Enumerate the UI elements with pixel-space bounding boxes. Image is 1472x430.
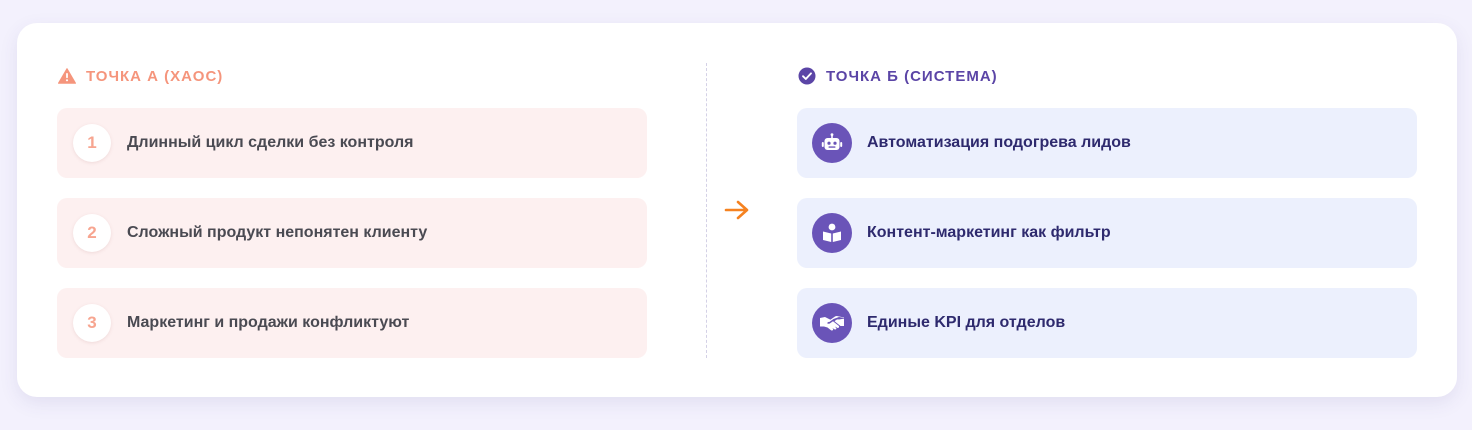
item-number-badge: 2	[73, 214, 111, 252]
chaos-item-text: Сложный продукт непонятен клиенту	[127, 224, 428, 241]
chaos-item-text: Длинный цикл сделки без контроля	[127, 134, 414, 151]
system-heading-label: ТОЧКА Б (СИСТЕМА)	[826, 67, 998, 85]
chaos-item: 1 Длинный цикл сделки без контроля	[57, 108, 647, 178]
system-item-text: Автоматизация подогрева лидов	[867, 134, 1131, 151]
robot-icon	[812, 123, 852, 163]
check-circle-icon	[797, 67, 816, 86]
column-divider	[706, 63, 707, 358]
item-number-badge: 1	[73, 124, 111, 162]
handshake-icon	[812, 303, 852, 343]
system-item: Единые KPI для отделов	[797, 288, 1417, 358]
system-item: Автоматизация подогрева лидов	[797, 108, 1417, 178]
chaos-item-text: Маркетинг и продажи конфликтуют	[127, 314, 410, 331]
system-item-text: Единые KPI для отделов	[867, 314, 1066, 331]
book-reader-icon	[812, 213, 852, 253]
item-number-badge: 3	[73, 304, 111, 342]
arrow-right-icon	[722, 198, 752, 222]
system-heading: ТОЧКА Б (СИСТЕМА)	[797, 66, 998, 86]
chaos-item: 2 Сложный продукт непонятен клиенту	[57, 198, 647, 268]
system-item: Контент-маркетинг как фильтр	[797, 198, 1417, 268]
system-item-text: Контент-маркетинг как фильтр	[867, 224, 1111, 241]
comparison-card: ТОЧКА А (ХАОС) 1 Длинный цикл сделки без…	[17, 23, 1457, 397]
chaos-item: 3 Маркетинг и продажи конфликтуют	[57, 288, 647, 358]
chaos-heading-label: ТОЧКА А (ХАОС)	[86, 67, 224, 85]
warning-icon	[57, 67, 76, 86]
chaos-heading: ТОЧКА А (ХАОС)	[57, 66, 223, 86]
